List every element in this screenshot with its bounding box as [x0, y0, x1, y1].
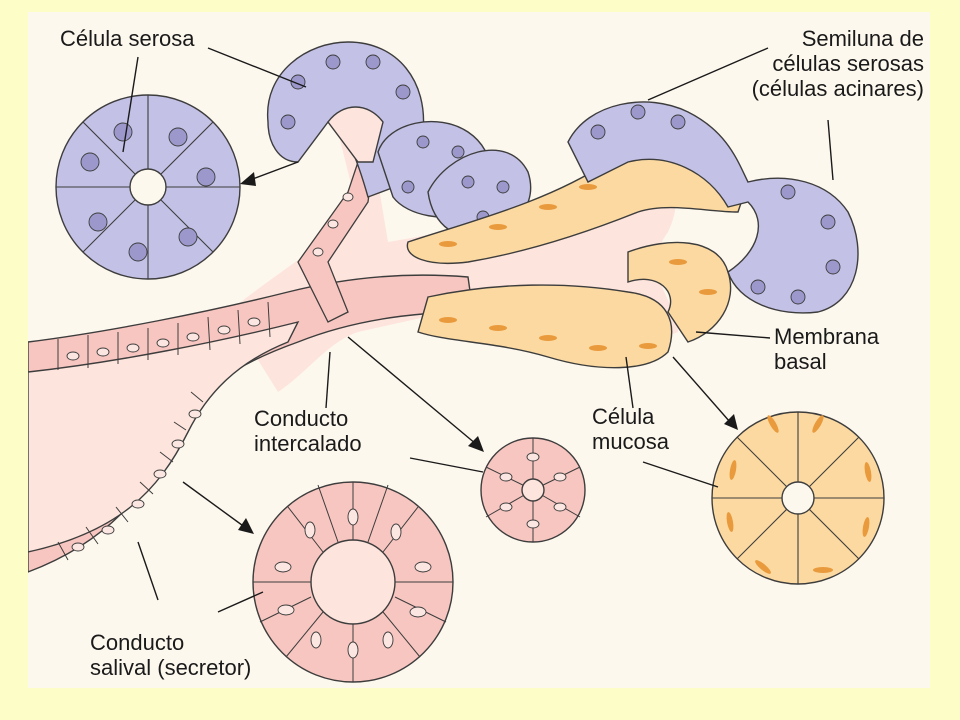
- salivary-section: [252, 481, 454, 683]
- diagram-panel: Célula serosa Semiluna de células serosa…: [28, 12, 930, 688]
- label-membrana-basal: Membrana basal: [774, 324, 880, 374]
- serous-acinus-top: [267, 41, 532, 239]
- label-conducto-salival: Conducto salival (secretor): [90, 630, 252, 680]
- label-celula-mucosa: Célula mucosa: [592, 404, 670, 454]
- mucous-section: [711, 411, 885, 585]
- serous-acinus-section: [55, 94, 241, 280]
- label-semiluna: Semiluna de células serosas (células aci…: [751, 26, 924, 101]
- duct-cells: [57, 301, 271, 561]
- arrowheads: [238, 172, 738, 534]
- salivary-duct: [28, 274, 474, 573]
- leader-lines: [122, 47, 834, 613]
- intercalated-section: [480, 437, 586, 543]
- label-conducto-intercalado: Conducto intercalado: [254, 406, 362, 456]
- serous-demilune: [567, 101, 859, 314]
- label-celula-serosa: Célula serosa: [60, 26, 195, 51]
- salivary-gland-illustration: [28, 41, 885, 683]
- duct-nuclei: [66, 317, 261, 552]
